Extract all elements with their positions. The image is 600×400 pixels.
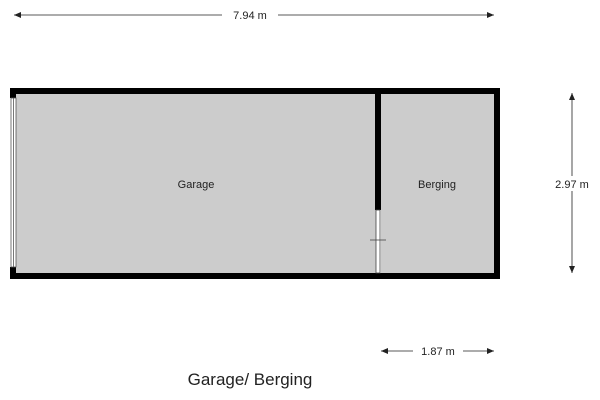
left-wall-top [10, 88, 16, 98]
walls [10, 88, 500, 279]
dimension-height: 2.97 m [555, 179, 589, 191]
dimension-total-width: 7.94 m [233, 10, 267, 22]
bottom-wall [10, 273, 500, 279]
top-wall [10, 88, 500, 94]
plan-title: Garage/ Berging [188, 370, 313, 389]
left-wall-bottom [10, 267, 16, 279]
interior-wall [375, 88, 381, 210]
room-label-berging: Berging [418, 179, 456, 191]
dimension-berging-width: 1.87 m [421, 346, 455, 358]
berging-floor [381, 94, 494, 273]
interior-door [370, 209, 386, 274]
right-wall [494, 88, 500, 279]
room-label-garage: Garage [178, 179, 215, 191]
garage-door [10, 97, 17, 268]
garage-floor [13, 94, 376, 273]
